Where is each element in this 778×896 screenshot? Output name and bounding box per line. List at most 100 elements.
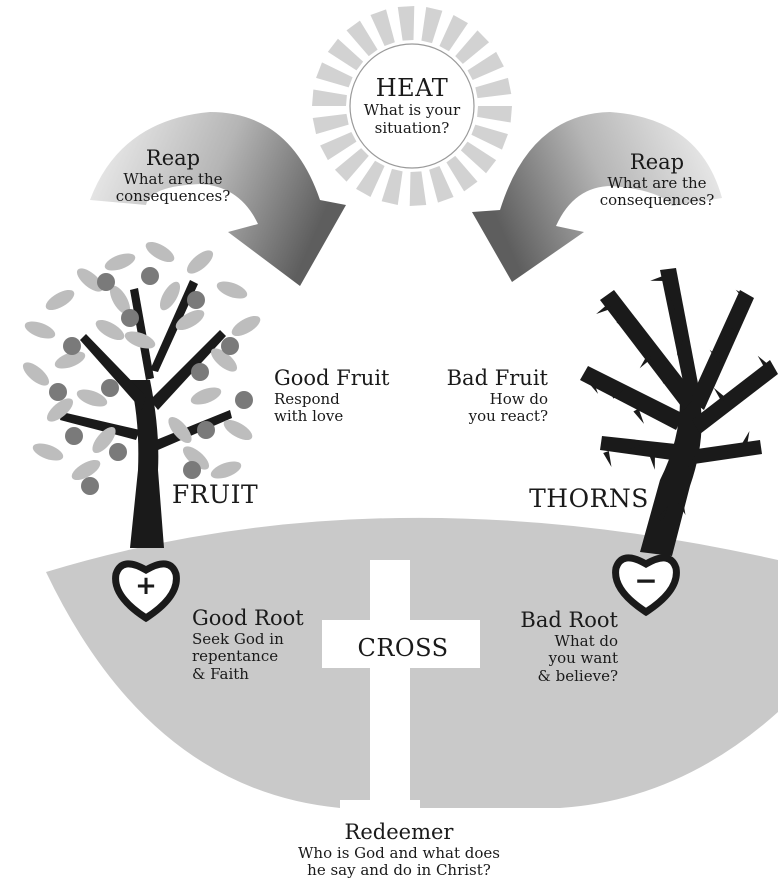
sun-ray	[471, 124, 508, 150]
leaf	[159, 281, 181, 311]
thorn	[587, 378, 598, 394]
thorn	[757, 355, 771, 370]
thorn	[610, 388, 626, 399]
bad-root-line3: & believe?	[537, 667, 618, 686]
minus-symbol: −	[634, 564, 658, 597]
leaf	[168, 416, 192, 444]
bad-root-line2: you want	[548, 649, 618, 668]
bad-fruit-line2: you react?	[468, 407, 548, 426]
reap-left-line2: consequences?	[115, 187, 231, 206]
redeemer-line1: Who is God and what does	[298, 843, 500, 862]
thorn	[709, 349, 723, 364]
fruit-tree-icon	[22, 241, 261, 548]
thorns-label: THORNS	[529, 484, 649, 513]
heat-label: HEAT What is your situation?	[352, 74, 472, 138]
leaf	[104, 253, 136, 271]
leaf	[76, 389, 108, 407]
bad-fruit-title: Bad Fruit	[446, 366, 548, 390]
plus-symbol: +	[135, 571, 157, 601]
leaf	[54, 351, 86, 369]
thorn	[650, 275, 667, 281]
sun-ray	[312, 89, 347, 106]
good-root-title: Good Root	[192, 606, 304, 630]
sun-ray	[397, 6, 415, 41]
leaf	[124, 331, 156, 349]
reap-left-label: Reap What are the consequences?	[112, 146, 234, 206]
leaf	[223, 419, 253, 441]
sun-ray	[439, 15, 468, 52]
thorn	[721, 327, 736, 341]
fruit	[141, 267, 159, 285]
leaf	[216, 281, 248, 299]
bad-fruit-line1: How do	[489, 389, 548, 408]
sun-ray	[455, 30, 490, 64]
thorn	[677, 498, 686, 516]
leaf	[24, 321, 56, 339]
reap-right-title: Reap	[629, 150, 685, 174]
leaf	[76, 268, 104, 292]
bad-root-line1: What do	[554, 631, 618, 650]
bad-fruit-label: Bad Fruit How do you react?	[446, 366, 548, 426]
sun-ray	[370, 9, 395, 46]
leaf	[71, 459, 101, 481]
leaf	[46, 398, 74, 422]
fruit	[101, 379, 119, 397]
thorn	[655, 369, 669, 384]
fruit	[65, 427, 83, 445]
thorn	[603, 450, 612, 468]
fruit	[81, 477, 99, 495]
fruit	[121, 309, 139, 327]
fruit	[187, 291, 205, 309]
good-fruit-line2: with love	[274, 407, 344, 426]
thorn	[639, 354, 653, 369]
thorn	[713, 387, 727, 402]
thorn	[735, 289, 750, 303]
reap-right-line2: consequences?	[599, 191, 715, 210]
sun-ray	[312, 113, 349, 135]
sun-ray	[467, 51, 504, 80]
reap-arrow-left-icon	[90, 112, 346, 286]
fruit	[109, 443, 127, 461]
sun-ray	[327, 38, 364, 71]
fruit	[49, 383, 67, 401]
good-fruit-label: Good Fruit Respond with love	[274, 366, 414, 426]
leaf	[95, 319, 125, 341]
good-root-label: Good Root Seek God in repentance & Faith	[192, 606, 342, 684]
leaf	[186, 250, 214, 274]
fruit-label: FRUIT	[171, 480, 259, 509]
fruit	[63, 337, 81, 355]
reap-right-line1: What are the	[607, 173, 707, 192]
sun-ray	[320, 132, 357, 161]
heat-title: HEAT	[375, 74, 449, 102]
sun-ray	[356, 160, 385, 197]
heat-subtitle-line2: situation?	[374, 119, 450, 137]
leaf	[92, 426, 116, 454]
sun-icon	[312, 6, 512, 206]
fruit	[221, 337, 239, 355]
leaf	[32, 443, 64, 461]
leaf	[210, 461, 242, 479]
sun-ray	[477, 106, 512, 123]
good-root-line2: repentance	[192, 647, 279, 666]
good-fruit-line1: Respond	[274, 389, 340, 408]
thorn	[719, 449, 736, 455]
thorn	[677, 339, 683, 356]
bad-root-label: Bad Root What do you want & believe?	[496, 608, 618, 686]
redeemer-line2: he say and do in Christ?	[307, 861, 491, 880]
fruit	[191, 363, 209, 381]
leaf	[231, 315, 261, 337]
redeemer-label: Redeemer Who is God and what does he say…	[270, 820, 528, 880]
leaf	[190, 387, 222, 405]
sun-ray	[409, 171, 427, 206]
heat-subtitle-line1: What is your	[363, 101, 461, 120]
thorn	[669, 294, 675, 311]
leaf	[182, 446, 210, 470]
reap-arrow-right-icon	[472, 112, 722, 282]
sun-ray	[316, 62, 353, 88]
redeemer-title: Redeemer	[344, 820, 454, 844]
thorn	[633, 408, 644, 424]
thorn	[596, 303, 612, 314]
thorn	[657, 506, 668, 522]
